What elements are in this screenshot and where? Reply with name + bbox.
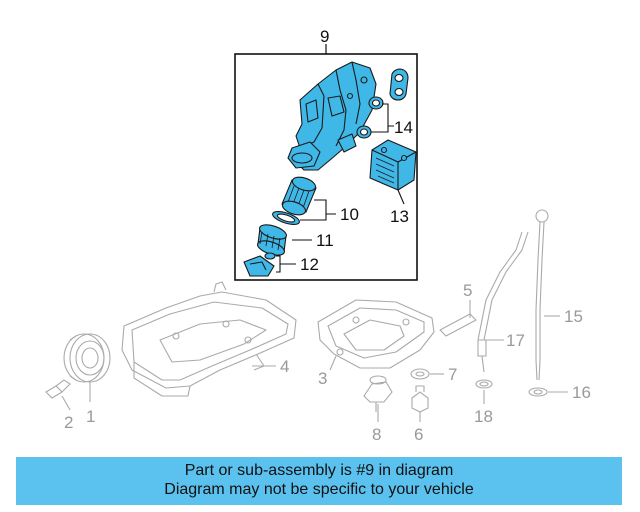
callout-12-leaders — [276, 255, 296, 273]
callout-10-leaders — [300, 199, 336, 221]
oil-filter-housing[interactable] — [287, 61, 377, 171]
callout-17: 17 — [506, 331, 525, 350]
callout-12: 12 — [300, 255, 319, 274]
callout-3: 3 — [318, 369, 327, 388]
seal-16[interactable] — [528, 387, 548, 397]
callout-13-leader — [397, 189, 405, 205]
info-banner: Part or sub-assembly is #9 in diagram Di… — [16, 457, 622, 505]
washer-7[interactable] — [410, 368, 430, 380]
callout-16: 16 — [572, 383, 591, 402]
callout-10: 10 — [340, 205, 359, 224]
dipstick-15[interactable] — [535, 209, 549, 381]
callout-13: 13 — [390, 207, 409, 226]
callout-7: 7 — [448, 365, 457, 384]
grey-leaders — [61, 300, 568, 422]
bracket-12[interactable] — [243, 252, 276, 277]
gaskets-14[interactable] — [356, 68, 409, 139]
drain-plug-6[interactable] — [411, 385, 429, 413]
o-ring-18[interactable] — [475, 379, 493, 389]
filter-cap-11[interactable] — [256, 222, 288, 258]
callout-9: 9 — [320, 27, 329, 46]
banner-line-2: Diagram may not be specific to your vehi… — [164, 481, 474, 498]
callout-11: 11 — [316, 231, 334, 250]
callout-8: 8 — [372, 425, 381, 444]
callout-2: 2 — [64, 413, 73, 432]
lower-oil-pan-3[interactable] — [317, 299, 435, 369]
crank-pulley-1[interactable] — [63, 333, 111, 383]
callout-1: 1 — [86, 407, 95, 426]
oil-pan-4[interactable] — [121, 281, 297, 397]
callout-14-leaders — [371, 103, 394, 133]
oil-cooler-13[interactable] — [369, 139, 417, 191]
callout-6: 6 — [414, 425, 423, 444]
callout-15: 15 — [564, 307, 583, 326]
oil-level-sensor-8[interactable] — [363, 375, 393, 412]
filter-element-10[interactable] — [271, 175, 317, 227]
bolt-2[interactable] — [45, 379, 71, 399]
callout-4: 4 — [280, 357, 289, 376]
callout-18: 18 — [474, 407, 493, 426]
callout-5: 5 — [463, 281, 472, 300]
dipstick-tube-5[interactable] — [439, 231, 529, 373]
callout-14: 14 — [394, 118, 413, 137]
banner-line-1: Part or sub-assembly is #9 in diagram — [184, 462, 454, 479]
